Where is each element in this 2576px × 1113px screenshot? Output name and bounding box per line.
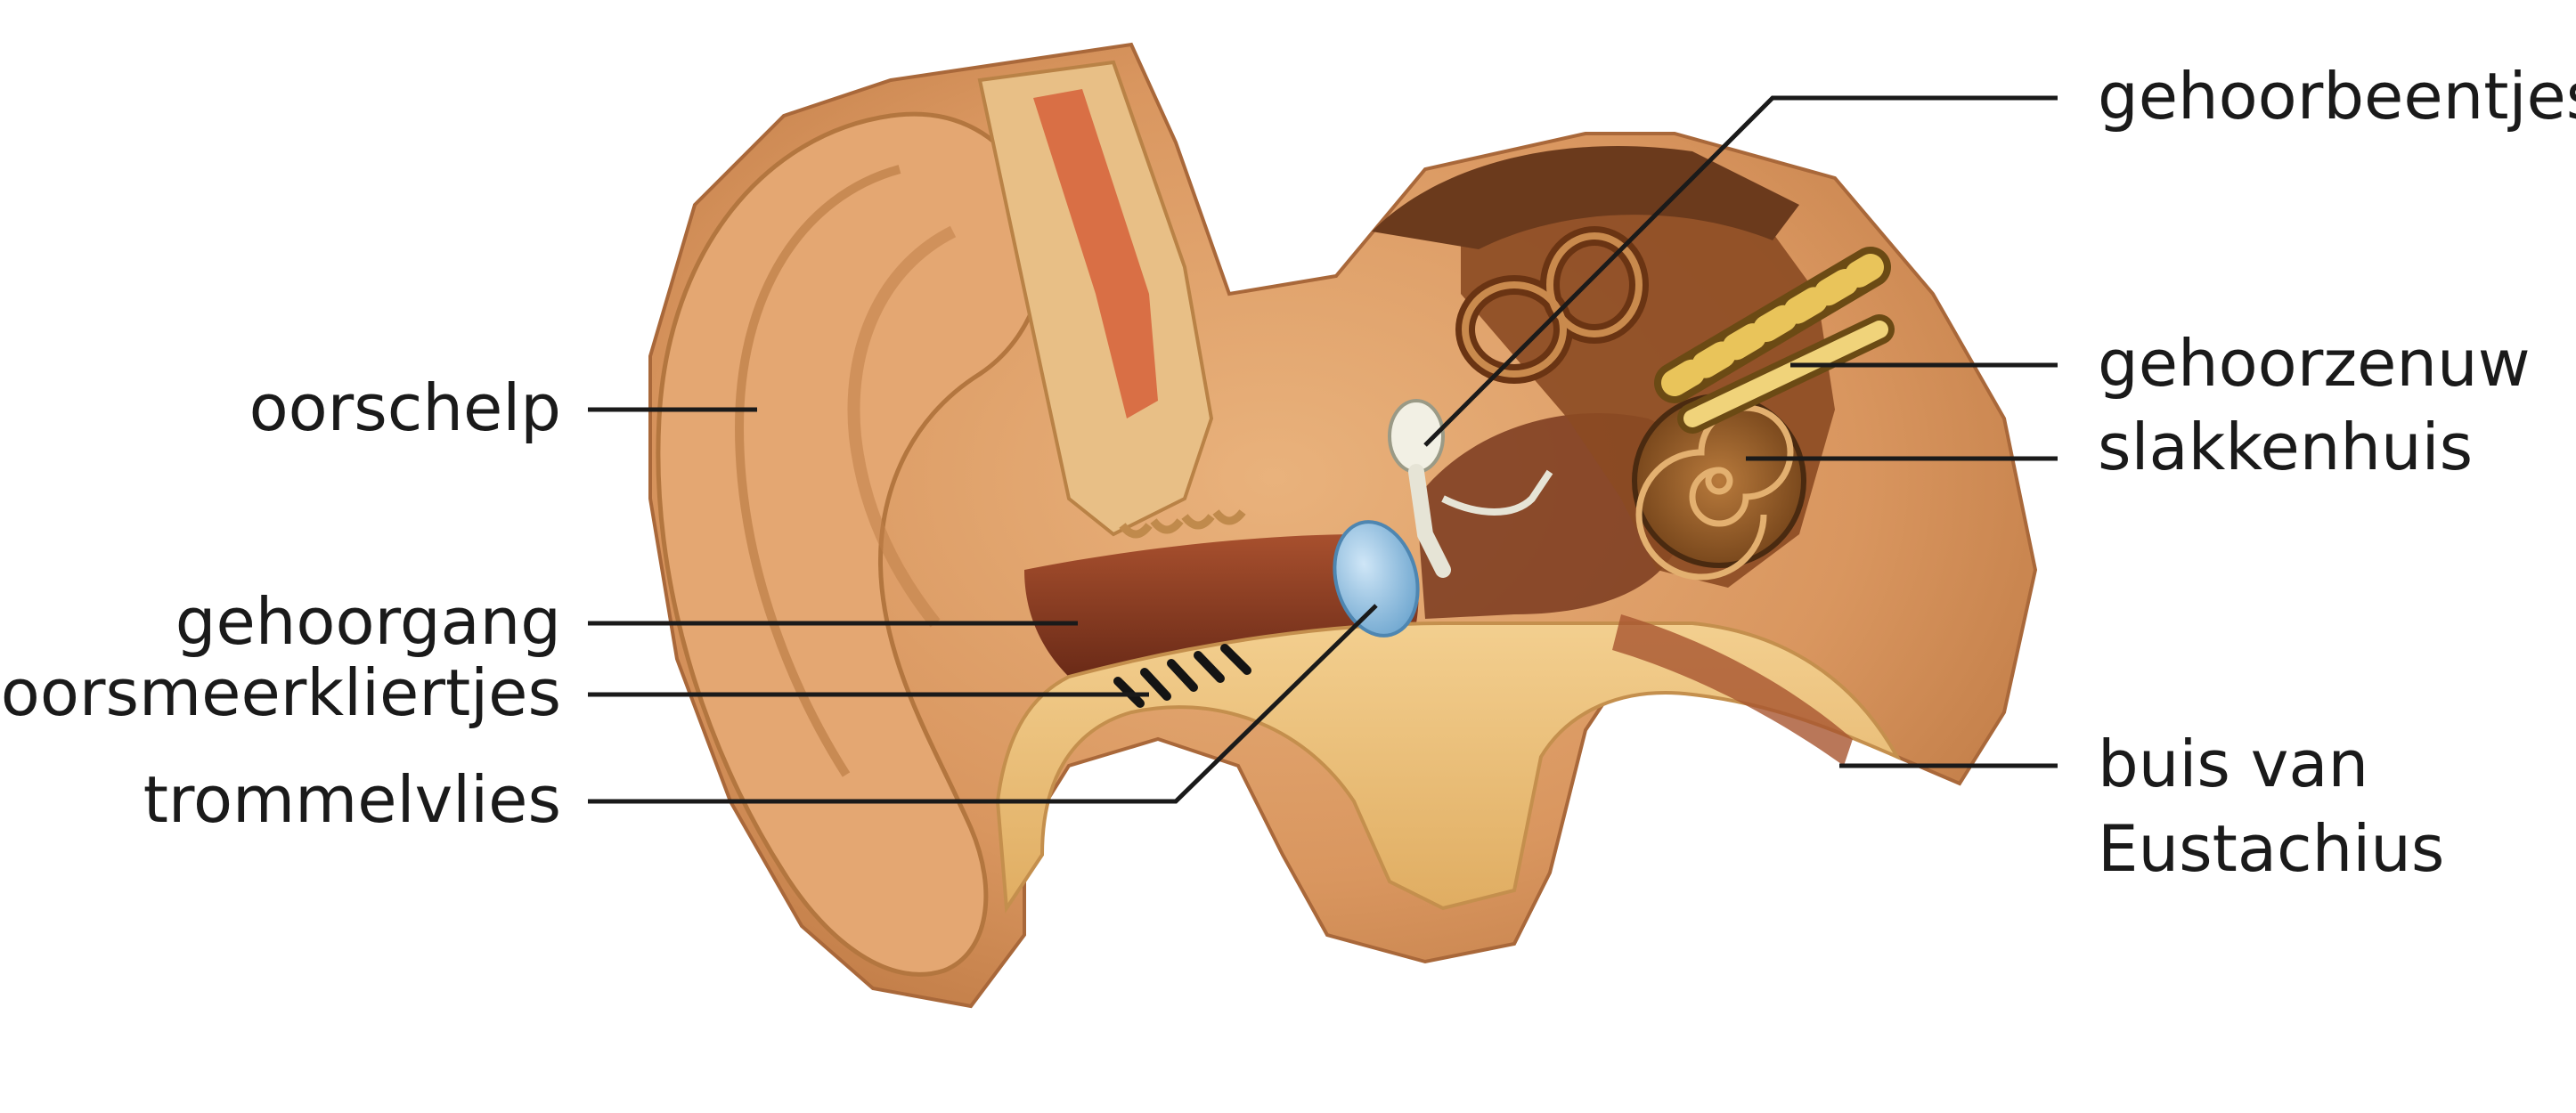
label-buis-line2: Eustachius — [2098, 811, 2444, 886]
ear-illustration — [650, 45, 2035, 1006]
label-buis-line1: buis van — [2098, 727, 2368, 801]
label-trommelvlies: trommelvlies — [143, 762, 561, 837]
label-slakkenhuis: slakkenhuis — [2098, 410, 2473, 484]
label-gehoorbeentjes: gehoorbeentjes — [2098, 59, 2576, 134]
label-oorschelp: oorschelp — [249, 370, 561, 445]
label-oorsmeerkliertjes: oorsmeerkliertjes — [1, 655, 561, 730]
label-gehoorzenuw: gehoorzenuw — [2098, 326, 2531, 401]
label-gehoorgang: gehoorgang — [175, 584, 561, 659]
canal-floor-bone — [998, 623, 1897, 908]
